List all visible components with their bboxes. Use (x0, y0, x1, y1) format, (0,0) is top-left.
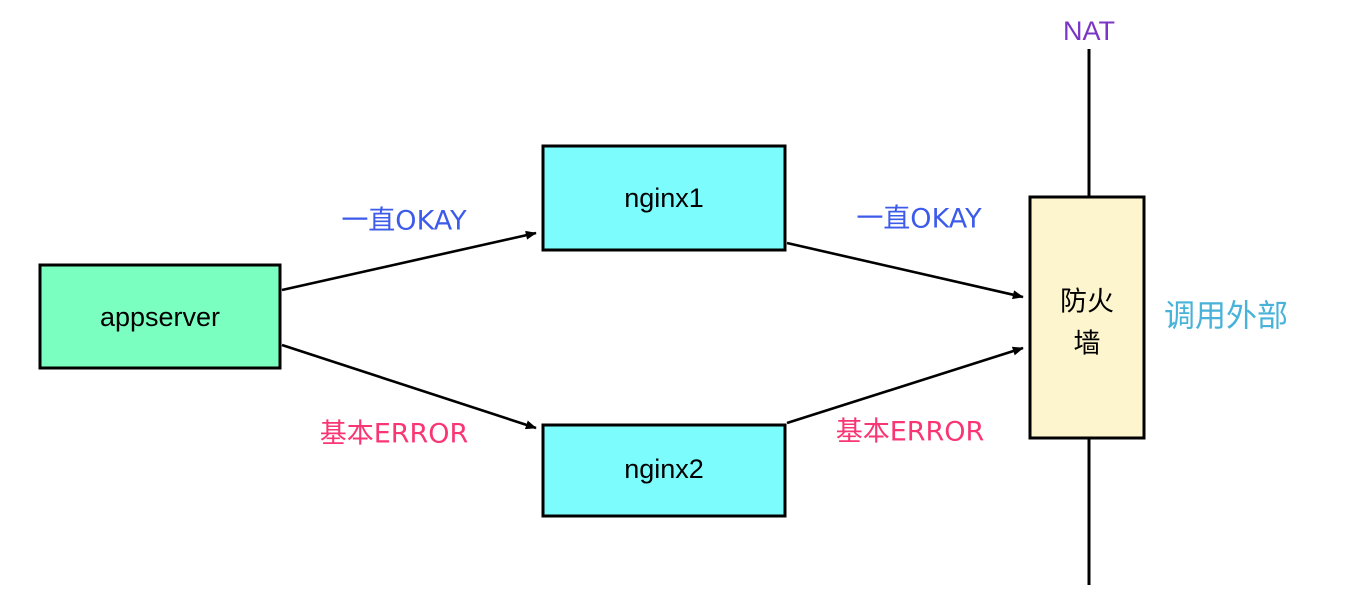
nginx1-box[interactable] (541, 144, 787, 252)
nginx1-label: nginx1 (624, 183, 704, 213)
node-firewall[interactable]: 防火 墙 (1028, 195, 1146, 440)
edge-nginx1-to-firewall (786, 241, 1024, 300)
firewall-label-line2: 墙 (1074, 329, 1101, 360)
nat-annotation-label: NAT (1063, 16, 1115, 46)
edge-label-nginx1-firewall: 一直OKAY (856, 204, 982, 235)
firewall-box[interactable] (1028, 195, 1146, 440)
edge-label-appserver-nginx2: 基本ERROR (320, 419, 469, 450)
firewall-label-line1: 防火 (1060, 287, 1114, 318)
node-nginx2[interactable]: nginx2 (541, 423, 787, 518)
nginx2-label: nginx2 (624, 454, 704, 484)
edge-label-appserver-nginx1: 一直OKAY (341, 206, 467, 237)
external-call-annotation-label: 调用外部 (1164, 299, 1288, 335)
node-nginx1[interactable]: nginx1 (541, 144, 787, 252)
appserver-box[interactable] (38, 263, 282, 370)
edge-label-nginx2-firewall: 基本ERROR (836, 417, 985, 448)
node-appserver[interactable]: appserver (38, 263, 282, 370)
edge-nginx2-to-firewall (786, 346, 1024, 425)
edge-appserver-to-nginx2 (281, 343, 537, 430)
edge-appserver-to-nginx1 (281, 230, 537, 292)
appserver-label: appserver (100, 302, 220, 332)
nginx2-box[interactable] (541, 423, 787, 518)
